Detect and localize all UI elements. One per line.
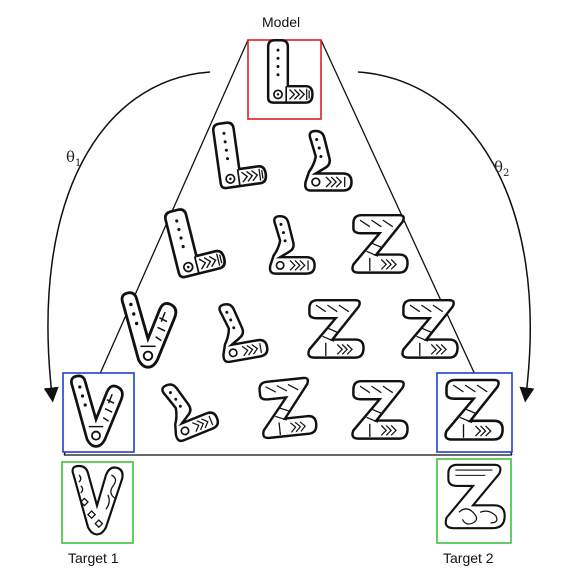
glyph-r3-1	[120, 291, 178, 369]
glyph-r1-1	[211, 117, 269, 190]
glyph-r2-1	[162, 200, 228, 280]
glyph-r4-2	[155, 371, 222, 444]
theta1-label: θ1	[66, 148, 81, 169]
model-label: Model	[262, 14, 301, 30]
theta2-symbol: θ	[494, 158, 504, 176]
glyph-r3-4	[401, 298, 459, 359]
target2-label: Target 2	[443, 550, 494, 566]
glyph-r3-2	[213, 297, 270, 364]
target1-label: Target 1	[68, 550, 119, 566]
arrow-theta1	[43, 71, 211, 403]
theta2-subscript: 2	[503, 168, 510, 179]
theta2-label: θ2	[494, 158, 509, 179]
glyph-r2-3	[351, 213, 409, 274]
glyph-r1-2	[303, 129, 353, 192]
glyph-r4-4	[351, 379, 409, 440]
theta1-symbol: θ	[66, 148, 76, 166]
theta1-subscript: 1	[75, 158, 82, 169]
glyph-r3-3	[307, 298, 365, 359]
arrow-theta2	[357, 71, 535, 403]
glyph-r4-3	[256, 375, 319, 440]
glyph-r2-2	[268, 214, 316, 275]
